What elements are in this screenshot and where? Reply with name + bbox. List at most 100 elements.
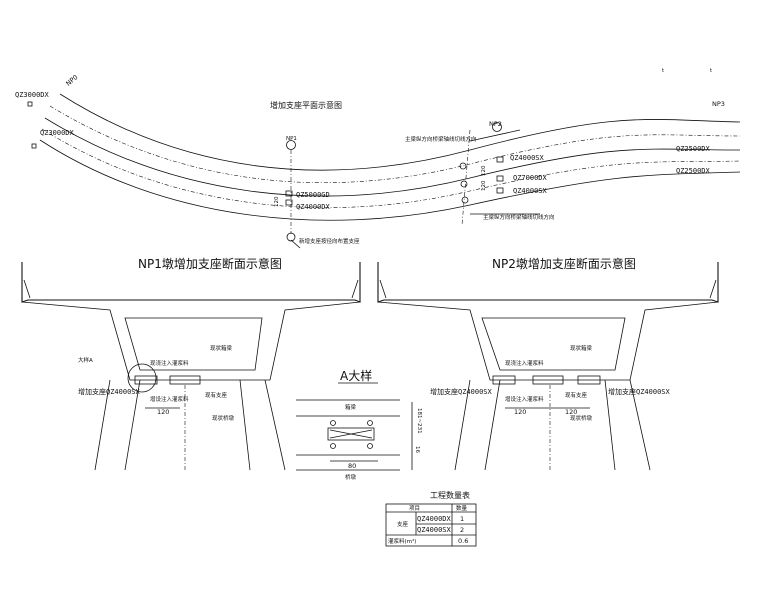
table-row-qty: 1 (460, 515, 464, 523)
detail-label-beam: 箱梁 (345, 403, 357, 411)
anchor-bolt (367, 443, 373, 449)
detail-dim-height: 181~231 (416, 408, 422, 434)
existing-bearing (169, 375, 201, 385)
label-grout-2: 增设注入灌浆料 (505, 395, 544, 403)
deck-outline (377, 262, 719, 303)
label-grout: 现浇注入灌浆料 (505, 359, 544, 367)
barrier (379, 279, 717, 299)
axis-line-2 (41, 128, 741, 208)
bearing-body (327, 427, 375, 441)
np2-bolt (461, 196, 469, 204)
np3-label: NP3 (712, 100, 725, 108)
section2-dim-2: 120 (565, 408, 577, 416)
detail-dim-width: 80 (348, 462, 356, 470)
pier-outline (94, 379, 286, 471)
section2-dim-1: 120 (514, 408, 526, 416)
right-bearing-label-1: QZ2500DX (676, 145, 711, 153)
label-box-beam: 现状箱梁 (210, 344, 233, 352)
np1-label: NP1 (286, 136, 297, 142)
section-np1: NP1墩增加支座断面示意图 大样A 现浇注入灌浆料 现状箱梁 增加支座QZ400… (21, 256, 361, 471)
np1-dim: 120 (274, 196, 280, 207)
label-new-bearing-right: 增加支座QZ4000SX (608, 387, 671, 396)
deck-outline (21, 262, 361, 303)
barrier (23, 279, 359, 299)
np2-bearing-label-2: QZ7000DX (513, 174, 548, 182)
axis-line-1 (49, 105, 741, 184)
np1-end-marker (286, 232, 296, 242)
table-border (385, 503, 477, 547)
box-cell (481, 317, 626, 371)
deck-edge-outer (59, 93, 741, 171)
left-bearing-label-2: QZ3000DX (40, 129, 75, 137)
table-header-item: 项目 (409, 505, 420, 512)
np0-label: NP0 (64, 73, 79, 87)
new-bearing (134, 375, 158, 385)
bearing-mark (31, 143, 37, 149)
plan-title: 增加支座平面示意图 (270, 100, 342, 110)
np1-marker (286, 140, 296, 150)
section-np2: NP2墩增加支座断面示意图 现浇注入灌浆料 现状箱梁 增加支座QZ4000SX … (377, 256, 719, 471)
bearing-mark (496, 187, 504, 194)
section1-title: NP1墩增加支座断面示意图 (138, 256, 282, 271)
note-radial: 新增支座按径向布置支座 (299, 237, 360, 245)
anchor-bolt (367, 420, 373, 426)
table-row-name: QZ4000DX (417, 515, 452, 523)
np2-dim-2: 120 (481, 180, 487, 191)
np2-label: NP2 (489, 120, 502, 128)
detail-a: A大样 箱梁 桥墩 181~231 16 80 (296, 368, 422, 481)
pier-inner (124, 379, 251, 471)
detail-circle (127, 363, 157, 393)
leader (469, 129, 521, 142)
np2-bearing-label-1: QZ4000SX (510, 154, 545, 162)
existing-bearing (532, 375, 564, 385)
web-outline (377, 301, 719, 381)
np2-bearing-label-3: QZ4000SX (513, 187, 548, 195)
anchor-bolt (330, 443, 336, 449)
bearing-mark (285, 190, 293, 197)
section2-title: NP2墩增加支座断面示意图 (492, 256, 636, 271)
table-row-qty: 0.6 (458, 537, 468, 545)
bearing-mark (285, 199, 293, 206)
np2-dim-1: 120 (481, 165, 487, 176)
section1-dim: 120 (157, 408, 169, 416)
table-header-qty: 数量 (456, 504, 468, 512)
quantity-table: 工程数量表 项目 数量 支座 QZ4000DX 1 QZ4000SX 2 灌浆料… (385, 490, 477, 547)
table-row-name: QZ4000SX (417, 526, 452, 534)
detail-dim-height-2: 16 (414, 446, 420, 453)
pier-inner (484, 379, 616, 471)
label-new-bearing: 增加支座QZ4000SX (78, 387, 141, 396)
detail-label-pier: 桥墩 (345, 473, 357, 481)
label-existing-bearing: 现有支座 (565, 391, 588, 399)
pier-outline (454, 379, 651, 471)
np2-bolt (459, 162, 467, 170)
new-bearing (492, 375, 516, 385)
np2-bolt (460, 180, 468, 188)
table-row-name: 灌浆料(m³) (388, 537, 416, 545)
leader (290, 239, 301, 249)
anchor-bolt (330, 420, 336, 426)
label-box-beam: 现状箱梁 (570, 344, 593, 352)
beam-lines (296, 399, 400, 417)
np1-bearing-label-1: QZ5000GD (296, 191, 330, 199)
deck-edge-inner (39, 139, 741, 221)
detail-title: A大样 (340, 368, 372, 383)
bearing-mark (27, 101, 33, 107)
table-row-qty: 2 (460, 526, 464, 534)
note-line-1: 主梁纵方向桥梁轴线切线方向 (405, 135, 477, 143)
web-outline (21, 301, 361, 381)
deck-edge-mid (44, 117, 741, 197)
table-group-label: 支座 (397, 520, 409, 528)
tick-mark-2: t (710, 68, 713, 74)
label-grout: 现浇注入灌浆料 (150, 359, 189, 367)
np1-bearing-label-2: QZ4000DX (296, 203, 331, 211)
left-bearing-label-1: QZ3000DX (15, 91, 50, 99)
box-cell (124, 317, 263, 371)
label-pier: 现状桥墩 (570, 414, 593, 422)
plan-view: QZ3000DX QZ3000DX NP0 增加支座平面示意图 NP1 QZ50… (15, 68, 741, 249)
label-detail-a: 大样A (78, 356, 93, 364)
right-bearing-label-2: QZ2500DX (676, 167, 711, 175)
label-pier: 现状桥墩 (212, 414, 235, 422)
np2-marker (492, 122, 502, 132)
tick-mark-1: t (662, 68, 665, 74)
bearing-mark (496, 156, 504, 163)
